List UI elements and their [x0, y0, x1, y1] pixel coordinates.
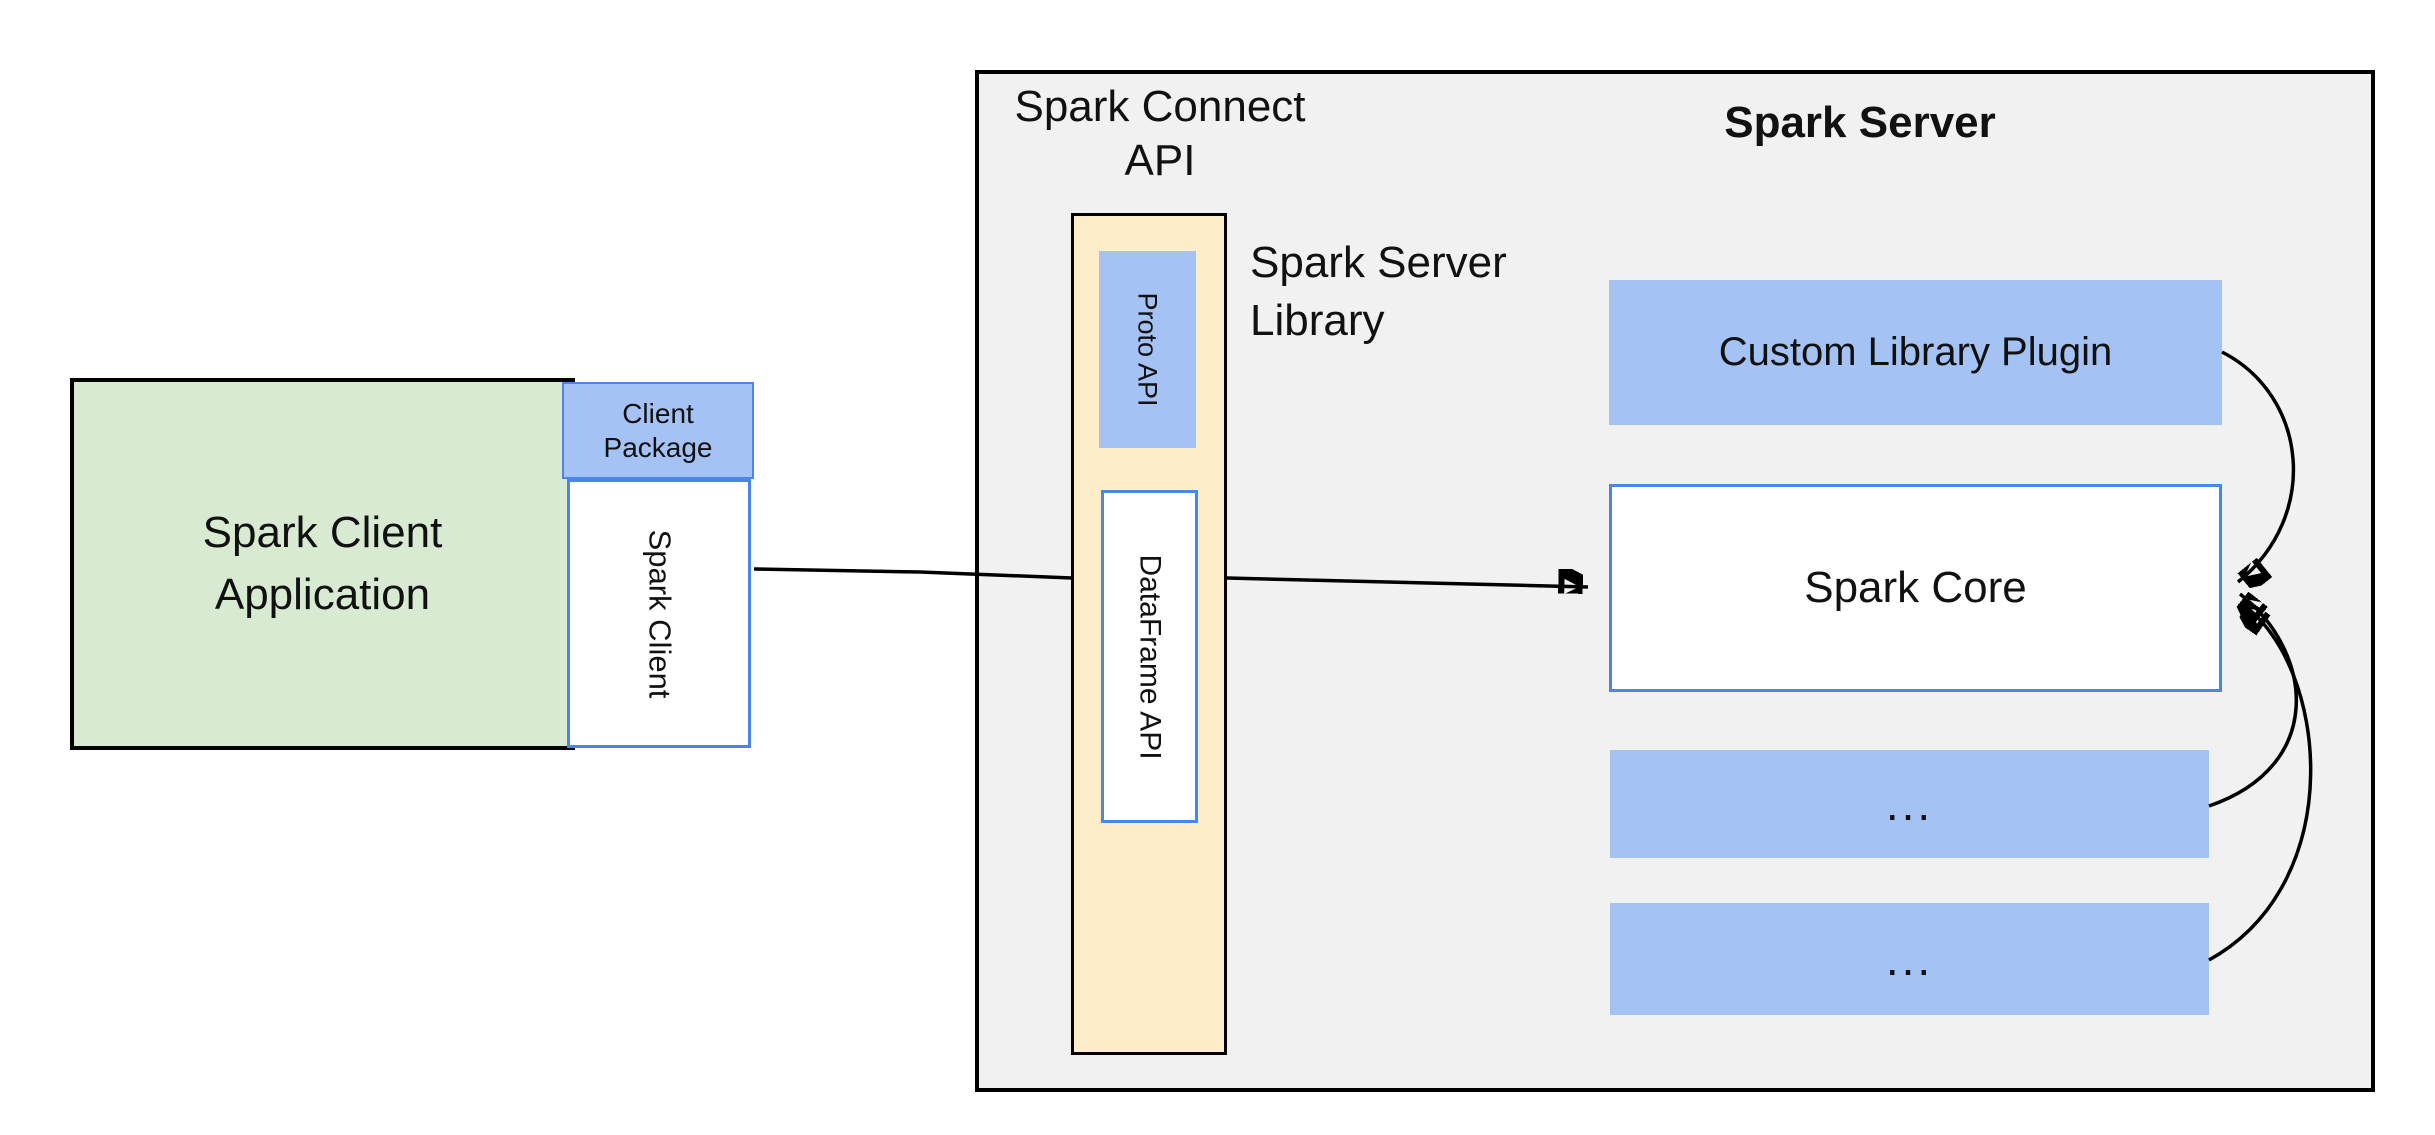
proto-api-label: Proto API — [1133, 292, 1164, 407]
client-package-label-line2: Package — [603, 431, 713, 463]
spark-connect-api-label-line2: API — [1124, 136, 1196, 185]
client-package-box: Client Package — [562, 382, 754, 479]
spark-client-application-label-line1: Spark Client — [202, 508, 443, 557]
spark-core-box: Spark Core — [1609, 484, 2222, 692]
spark-core-label: Spark Core — [1804, 563, 2027, 612]
dataframe-api-label: DataFrame API — [1133, 553, 1167, 760]
spark-client-box: Spark Client — [567, 479, 751, 748]
spark-client-application-label-line2: Application — [214, 570, 431, 619]
spark-connect-api-label: Spark Connect API — [1000, 80, 1320, 188]
ellipsis-box-2: ... — [1610, 903, 2209, 1015]
spark-client-application-box: Spark Client Application — [70, 378, 575, 750]
ellipsis-box-1: ... — [1610, 750, 2209, 858]
spark-server-library-label-line2: Library — [1250, 296, 1385, 345]
client-package-label: Client Package — [564, 384, 752, 477]
spark-server-title: Spark Server — [1724, 98, 1996, 147]
ellipsis-box-1-label: ... — [1885, 778, 1934, 830]
custom-library-plugin-label: Custom Library Plugin — [1718, 330, 2113, 374]
spark-server-library-label: Spark Server Library — [1250, 234, 1590, 350]
ellipsis-box-2-label: ... — [1885, 933, 1934, 985]
proto-api-box: Proto API — [1099, 251, 1196, 448]
custom-library-plugin-box: Custom Library Plugin — [1609, 280, 2222, 425]
spark-server-library-label-line1: Spark Server — [1250, 238, 1507, 287]
spark-client-application-label: Spark Client Application — [74, 382, 571, 746]
spark-client-label: Spark Client — [641, 529, 677, 698]
dataframe-api-box: DataFrame API — [1101, 490, 1198, 823]
client-package-label-line1: Client — [622, 397, 694, 429]
spark-connect-api-label-line1: Spark Connect — [1014, 82, 1306, 131]
